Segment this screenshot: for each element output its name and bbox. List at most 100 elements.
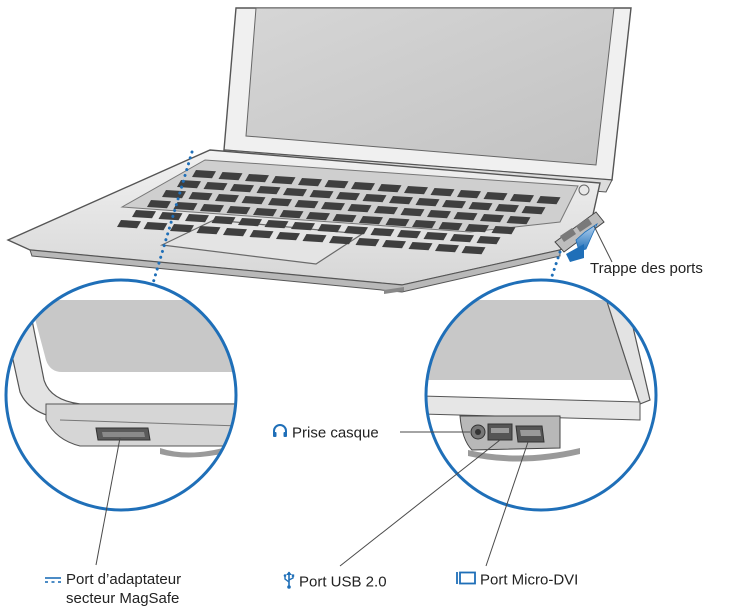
leader-dvi [485,441,529,567]
keyboard-key [249,230,274,239]
label-magsafe-line2: secteur MagSafe [66,590,180,608]
keyboard-key [536,196,561,205]
keyboard-key [158,212,183,221]
keyboard-key [162,190,186,199]
keyboard-key [355,238,380,247]
keyboard-key [185,214,209,223]
keyboard-key [203,182,228,191]
dotted-leader-left [146,150,194,302]
zoom-circle-magsafe [4,278,238,512]
keyboard-key [268,198,292,207]
keyboard-key [468,202,493,211]
keyboard-key [238,218,262,227]
keyboard-key [143,222,168,231]
keyboard-key [491,226,516,235]
keyboard-key [465,224,489,233]
keyboard-key [200,204,224,213]
keyboard-key [302,234,327,243]
keyboard-key [521,206,546,215]
keyboard-key [506,216,531,225]
keyboard-key [223,228,247,237]
keyboard-key [192,170,216,179]
keyboard-key [385,218,410,227]
keyboard-key [483,192,508,201]
leader-lines [95,225,613,567]
keyboard-key [476,236,501,245]
keyboard-key [294,200,319,209]
label-headphone: Prise casque [272,423,379,444]
keyboard-key [495,204,519,213]
keyboard-key [241,196,266,205]
keyboard-key [377,184,402,193]
keyboard-key [298,178,322,187]
keyboard-key [271,176,296,185]
keyboard-key [218,172,243,181]
leader-magsafe [95,437,121,566]
keyboard-key [382,240,406,249]
keyboard-key [336,192,360,201]
keyboard-key [147,200,171,209]
keyboard-key [450,234,474,243]
keyboard-key [457,190,481,199]
zoom-circle-ports [424,278,658,512]
keyboard-key [412,220,436,229]
keyboard-key [351,182,375,191]
keyboard-key [253,208,277,217]
label-dvi: Port Micro-DVI [456,571,578,590]
keyboard-key [389,196,413,205]
usb-icon [283,571,295,594]
keyboard-key [188,192,213,201]
keyboard-key [329,236,353,245]
keyboard-key [347,204,372,213]
keyboard-key [132,210,156,219]
keyboard-key [226,206,251,215]
keyboard-key [196,226,221,235]
keyboard-key [442,200,466,209]
keyboard-key [264,220,289,229]
keyboard-key [291,222,315,231]
keyboard-key [510,194,534,203]
label-usb: Port USB 2.0 [283,571,387,594]
keyboard-key [438,222,463,231]
keyboard-key [230,184,254,193]
keyboard-key [170,224,194,233]
keyboard-key [117,220,141,229]
keyboard-key [435,244,459,253]
keyboard-key [430,188,455,197]
keyboard-key [427,210,451,219]
keyboard-key [404,186,428,195]
keyboard-key [461,246,486,255]
label-trap: Trappe des ports [590,260,703,278]
keyboard-key [423,232,448,241]
keyboard [117,170,561,255]
headphone-icon [272,423,288,444]
keyboard-key [453,212,478,221]
keyboard-key [215,194,239,203]
keyboard-key [317,224,342,233]
trap-arrow [566,222,598,262]
keyboard-key [408,242,433,251]
dc-power-icon [44,571,62,589]
macbook-air-ports-diagram [4,7,658,567]
leader-trap [593,225,613,263]
keyboard-key [415,198,440,207]
keyboard-key [359,216,383,225]
keyboard-key [211,216,236,225]
keyboard-key [374,206,398,215]
keyboard-key [256,186,281,195]
keyboard-key [276,232,300,241]
keyboard-key [279,210,304,219]
keyboard-key [370,228,395,237]
keyboard-key [283,188,307,197]
keyboard-key [306,212,330,221]
keyboard-key [400,208,425,217]
keyboard-key [397,230,421,239]
keyboard-key [173,202,198,211]
keyboard-key [344,226,368,235]
keyboard-key [332,214,357,223]
keyboard-key [480,214,504,223]
keyboard-key [362,194,387,203]
keyboard-key [309,190,334,199]
leader-usb [339,439,501,567]
label-magsafe: Port d’adaptateur [44,571,181,589]
